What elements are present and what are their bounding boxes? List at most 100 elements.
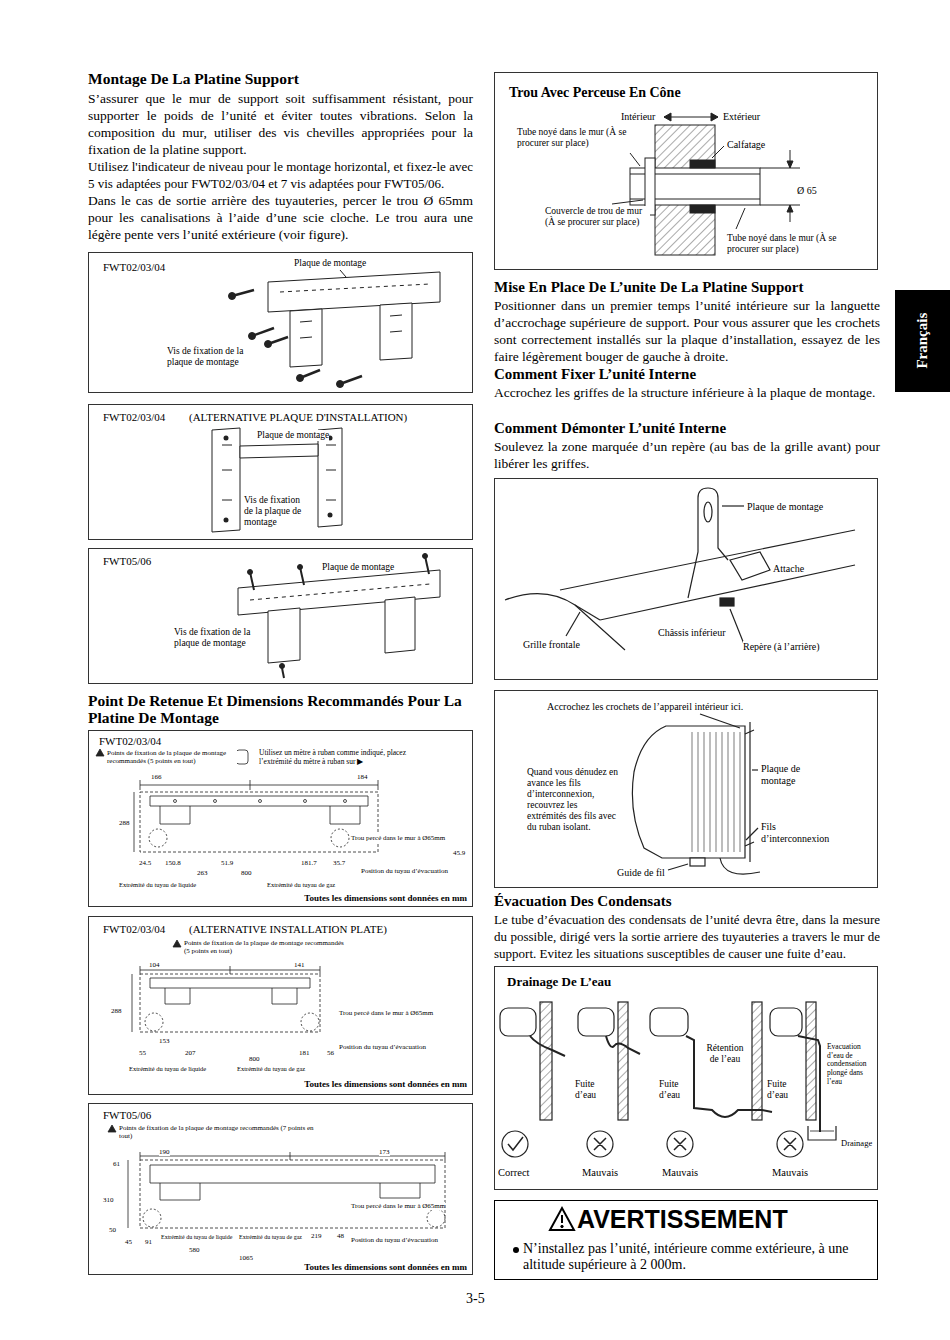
mounting-plate [340,270,346,277]
indoor-unit [720,858,760,874]
screw [229,293,236,300]
dimension-label: Extrémité du tuyau de liquide [119,881,196,888]
figure-panel: FWT02/03/04(ALTERNATIVE INSTALLATION PLA… [88,916,473,1095]
dimension-drawing [128,1160,129,1228]
dimension-drawing [108,1125,445,1228]
dimension-drawing [140,974,320,1032]
warning-symbol [561,1215,563,1223]
panel-text: Plaque de montage [747,501,823,513]
panel-text: FWT02/03/04 [103,261,165,274]
unit-bottom [505,594,625,650]
dimension-drawing [140,792,378,852]
page-number: 3-5 [466,1290,485,1307]
heading: Comment Démonter L’unité Interne [494,420,880,437]
dimension-drawing [344,800,347,803]
panel-text: Repère (à l’arrière) [743,641,820,653]
dimension-label: 800 [249,1055,260,1063]
dimension-label: Utilisez un mètre à ruban comme indiqué,… [259,749,419,766]
drain-figure [500,1002,836,1157]
dimension-drawing [140,780,141,790]
dimension-label: Toutes les dimensions sont données en mm [259,1079,467,1089]
unit-bottom [720,598,734,606]
unit-bottom [566,612,580,636]
dimension-label: 61 [113,1160,120,1168]
dimension-label: Extrémité du tuyau de liquide [129,1065,206,1072]
screw [265,341,272,348]
indoor-unit [632,714,760,874]
panel-text: Extérieur [723,111,760,123]
paragraph: Accrochez les griffes de la structure in… [494,384,880,401]
drain-figure [530,1036,565,1056]
wall-section [664,117,718,118]
mounting-plate [212,428,342,532]
dimension-label: Toutes les dimensions sont données en mm [259,893,467,903]
figure-panel: FWT05/06Plaque de montageVis de fixation… [88,548,473,684]
paragraph: Dans le cas de sortie arrière des tuyaut… [88,192,473,243]
drain-figure [650,1008,688,1036]
dimension-label: Trou percé dans le mur à Ø65mm [339,1009,433,1017]
dimension-drawing [214,800,217,803]
panel-text: Vis de fixation de la plaque de montage [244,495,306,528]
drain-figure [594,1138,796,1150]
figure-panel: Drainage De L’eauRétention de l’eauEvacu… [494,966,878,1190]
dimension-drawing [160,806,360,824]
dimension-label: 150.8 [165,859,181,867]
figure-panel: FWT02/03/04Plaque de montageVis de fixat… [88,252,473,393]
mounting-plate [250,584,430,600]
panel-text: Rétention de l’eau [703,1043,747,1065]
heading: Évacuation Des Condensats [494,893,880,910]
dimension-label: 55 [139,1049,146,1057]
mounting-plate [280,284,430,292]
dimension-drawing [250,780,251,790]
heading: Comment Fixer L’unité Interne [494,366,880,383]
dimension-label: 181.7 [301,859,317,867]
indoor-unit [746,828,758,840]
dimension-drawing [96,749,104,756]
dimension-label: 56 [327,1049,334,1057]
dimension-label: 310 [103,1196,114,1204]
mounting-plate [268,272,440,312]
panel-text: Trou Avec Perceuse En Cône [509,85,681,101]
panel-text: Fuite d’eau [575,1079,605,1101]
dimension-drawing [427,1209,445,1227]
screw [282,668,284,678]
dimension-label: Points de fixation de la plaque de monta… [184,939,344,955]
warning-symbol [550,1208,574,1230]
panel-text: Drainage [841,1139,872,1149]
dimension-label: Points de fixation de la plaque de monta… [107,749,237,765]
indoor-unit [632,726,745,858]
wall-section [690,160,715,168]
dimension-drawing [143,1209,161,1227]
panel-text: Drainage De L’eau [507,975,611,990]
drain-figure [770,1008,802,1036]
dimension-label: Extrémité du tuyau de gaz [239,1234,302,1241]
panel-text: Plaque de montage [761,763,831,786]
panel-text: Fils d’interconnexion [761,821,841,844]
screw [297,375,304,382]
panel-text: FWT05/06 [103,555,151,568]
panel-text: Intérieur [621,111,655,123]
drain-figure [540,1002,552,1120]
warning-symbol [513,1247,519,1253]
panel-text: Plaque de montage [257,430,329,441]
dimension-label: (ALTERNATIVE INSTALLATION PLATE) [189,923,387,936]
dimension-label: 104 [149,961,160,969]
panel-text: (ALTERNATIVE PLAQUE D'INSTALLATION) [189,411,407,424]
wall-section [712,146,724,158]
heading: Mise En Place De L’unite De La Platine S… [494,279,880,296]
dimension-drawing [174,800,177,803]
dimension-label: Trou percé dans le mur à Ø65mm [351,1202,445,1210]
panel-text: Mauvais [662,1167,698,1179]
figure-panel: Plaque de montageAttacheGrille frontaleC… [494,478,878,680]
drain-figure [806,1002,816,1120]
dimension-label: 91 [145,1238,152,1246]
heading: Montage De La Platine Support [88,70,473,87]
dimension-label: 580 [189,1246,200,1254]
dimension-drawing [378,780,379,790]
dimension-drawing [320,966,321,974]
panel-text: Couvercle de trou de mur (À se procurer … [545,206,650,228]
dimension-drawing [150,978,310,988]
dimension-drawing [140,1152,141,1160]
dimension-label: FWT05/06 [103,1109,151,1122]
